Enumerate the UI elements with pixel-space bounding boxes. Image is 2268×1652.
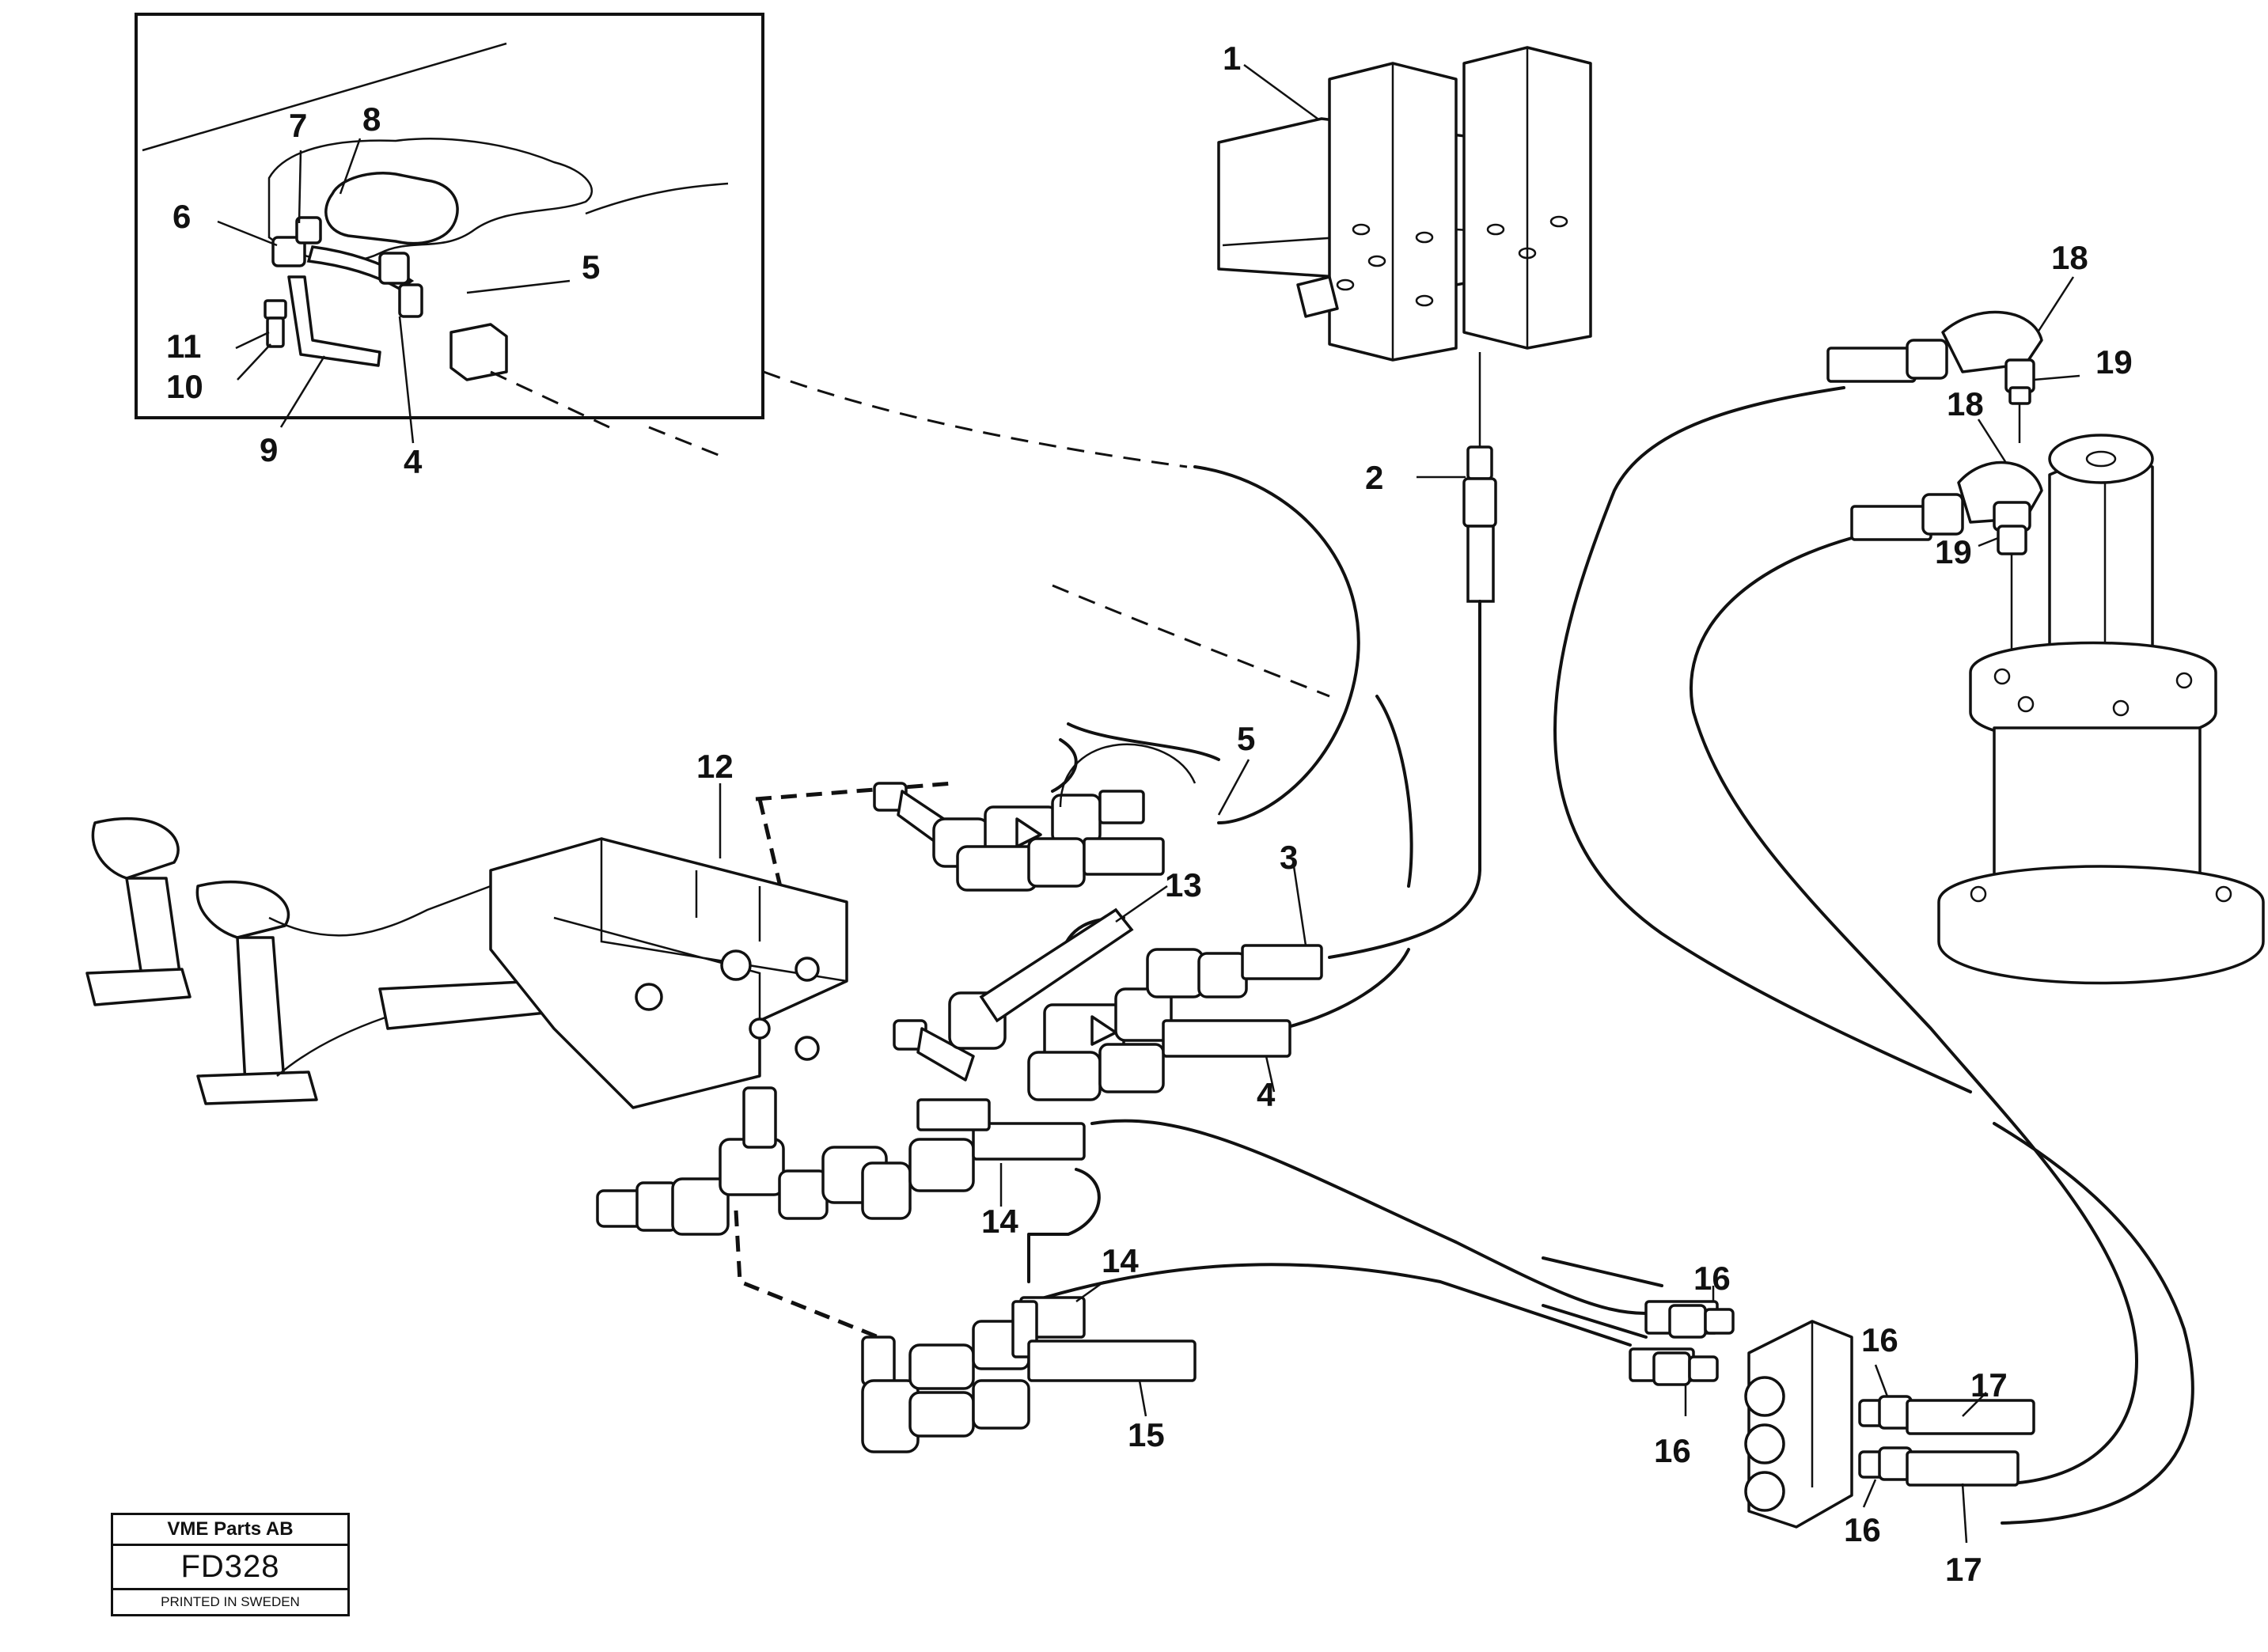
label-10: 10	[166, 368, 203, 405]
label-6: 6	[173, 198, 191, 235]
label-4-main: 4	[1257, 1076, 1276, 1113]
label-16-c: 16	[1861, 1321, 1898, 1358]
leader-3	[1292, 866, 1307, 946]
label-5-inset: 5	[582, 248, 600, 286]
label-17-a: 17	[1970, 1366, 2008, 1404]
label-7: 7	[289, 107, 307, 144]
label-1: 1	[1223, 40, 1241, 77]
hose-fitting-2	[1462, 352, 1497, 603]
stamp-printed: PRINTED IN SWEDEN	[161, 1594, 300, 1609]
title-stamp: VME Parts AB FD328 PRINTED IN SWEDEN	[111, 1513, 350, 1616]
steering-cylinder	[1937, 434, 2265, 985]
label-19-b: 19	[1935, 533, 1972, 570]
label-4-inset: 4	[404, 443, 423, 480]
leader-4-main	[1265, 1055, 1276, 1093]
label-9: 9	[260, 431, 278, 468]
label-18-b: 18	[1947, 385, 1984, 422]
fitting-group-13	[893, 907, 1323, 1101]
label-16-a: 16	[1693, 1260, 1731, 1297]
label-5-main: 5	[1237, 720, 1255, 757]
label-2: 2	[1365, 459, 1383, 496]
label-14-b: 14	[1102, 1242, 1139, 1279]
fitting-group-14a	[596, 1086, 1086, 1236]
valve-block-1	[1217, 46, 1592, 362]
label-13: 13	[1165, 866, 1202, 904]
detail-inset	[135, 13, 764, 429]
leader-19b	[1978, 536, 1999, 548]
leader-19a	[2033, 374, 2080, 381]
leader-17b	[1961, 1483, 1968, 1544]
label-16-b: 16	[1654, 1432, 1691, 1469]
pedal-valve-12	[85, 817, 848, 1109]
label-3: 3	[1280, 839, 1298, 876]
leader-18a	[2036, 276, 2075, 333]
label-8: 8	[362, 100, 381, 138]
stamp-drawing-code: FD328	[113, 1546, 347, 1590]
fitting-group-14b	[861, 1296, 1197, 1453]
label-17-b: 17	[1945, 1551, 1982, 1588]
label-18-a: 18	[2051, 239, 2088, 276]
leader-15	[1138, 1380, 1147, 1417]
leader-16d	[1862, 1479, 1877, 1508]
distribution-block	[1629, 1300, 2035, 1529]
leader-1	[1243, 63, 1318, 120]
elbow-fittings-18-19	[1826, 310, 2043, 649]
inset-leaders	[217, 138, 571, 444]
leader-17a	[1962, 1392, 1987, 1417]
label-15: 15	[1128, 1416, 1165, 1453]
leader-16c	[1874, 1364, 1889, 1397]
label-12: 12	[696, 748, 734, 785]
label-11: 11	[166, 328, 201, 365]
stamp-company: VME Parts AB	[113, 1515, 347, 1546]
leader-13	[1115, 885, 1168, 923]
label-14-a: 14	[981, 1203, 1018, 1240]
leader-14b	[1075, 1280, 1105, 1303]
leader-18b	[1977, 419, 2008, 464]
fitting-group-5	[873, 743, 1197, 892]
leader-5-main	[1217, 759, 1250, 816]
label-19-a: 19	[2095, 343, 2133, 381]
label-16-d: 16	[1844, 1511, 1881, 1548]
reference-labels: 1 2 3 4 4 5 5 6 7 8 9 10 11 12 13 14 14 …	[166, 40, 2133, 1588]
